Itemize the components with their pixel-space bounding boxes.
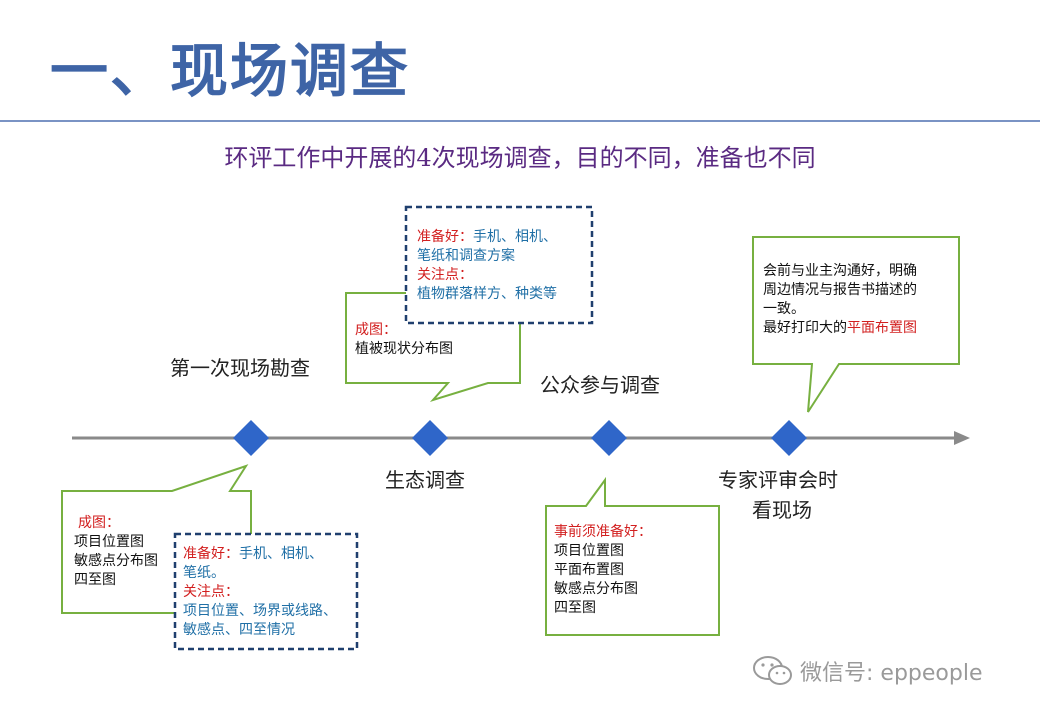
- stage-label-1: 第一次现场勘查: [170, 356, 310, 380]
- stage1-map-item: 敏感点分布图: [74, 553, 158, 569]
- stage1-map-title: 成图：: [78, 515, 120, 531]
- milestone-marker-4: [771, 420, 807, 456]
- stage1-prep-line: 手机、相机、: [239, 546, 323, 562]
- stage4-note-line: 最好打印大的: [763, 320, 847, 336]
- stage-label-2: 生态调查: [385, 468, 465, 492]
- stage1-map-item: 四至图: [74, 572, 116, 588]
- stage3-prep-title: 事前须准备好：: [554, 524, 652, 540]
- callout-box-stage1-prep: [173, 532, 359, 651]
- stage3-prep-item: 平面布置图: [554, 562, 624, 578]
- wechat-icon: [753, 656, 792, 685]
- stage2-map-title: 成图：: [355, 322, 397, 338]
- stage1-prep-title: 准备好：: [183, 546, 239, 562]
- milestone-marker-1: [233, 420, 269, 456]
- stage4-note-line: 周边情况与报告书描述的: [763, 282, 917, 298]
- stage1-map-item: 项目位置图: [74, 534, 144, 550]
- stage3-prep-item: 敏感点分布图: [554, 581, 638, 597]
- stage1-prep-text: 准备好：手机、相机、 笔纸。 关注点： 项目位置、场界或线路、 敏感点、四至情况: [183, 545, 337, 640]
- timeline-arrowhead: [954, 431, 970, 445]
- stage-label-3: 公众参与调查: [540, 373, 660, 397]
- callout-box-stage3-prep: [545, 476, 720, 636]
- stage4-note-line: 一致。: [763, 301, 805, 317]
- stage3-prep-item: 四至图: [554, 600, 596, 616]
- stage2-focus-title: 关注点：: [417, 267, 473, 283]
- stage-label-4-line2: 看现场: [752, 498, 812, 522]
- stage1-map-text: 成图： 项目位置图 敏感点分布图 四至图: [74, 514, 158, 590]
- stage1-focus-title: 关注点：: [183, 584, 239, 600]
- stage3-prep-text: 事前须准备好： 项目位置图 平面布置图 敏感点分布图 四至图: [554, 523, 652, 618]
- milestone-marker-3: [591, 420, 627, 456]
- stage2-prep-line: 手机、相机、: [473, 229, 557, 245]
- stage2-map-text: 成图： 植被现状分布图: [355, 321, 453, 359]
- stage4-note-line: 会前与业主沟通好，明确: [763, 263, 917, 279]
- stage1-focus-line: 项目位置、场界或线路、: [183, 603, 337, 619]
- callout-box-stage4-note: [752, 236, 960, 413]
- stage2-prep-title: 准备好：: [417, 229, 473, 245]
- page-title: 一、现场调查: [50, 37, 411, 105]
- stage2-prep-line: 笔纸和调查方案: [417, 248, 515, 264]
- callout-box-stage2-prep: [404, 205, 594, 325]
- watermark: 微信号: eppeople: [752, 654, 982, 688]
- stage4-note-text: 会前与业主沟通好，明确 周边情况与报告书描述的 一致。 最好打印大的平面布置图: [763, 262, 917, 338]
- stage2-map-item: 植被现状分布图: [355, 341, 453, 357]
- stage2-focus-line: 植物群落样方、种类等: [417, 286, 557, 302]
- stage1-prep-line: 笔纸。: [183, 565, 225, 581]
- stage-label-4-line1: 专家评审会时: [718, 468, 838, 492]
- stage4-note-highlight: 平面布置图: [847, 320, 917, 336]
- stage1-focus-line: 敏感点、四至情况: [183, 622, 295, 638]
- watermark-text: 微信号: eppeople: [800, 661, 983, 686]
- milestone-marker-2: [412, 420, 448, 456]
- page-subtitle: 环评工作中开展的4次现场调查，目的不同，准备也不同: [224, 144, 816, 172]
- stage2-prep-text: 准备好：手机、相机、 笔纸和调查方案 关注点： 植物群落样方、种类等: [417, 228, 557, 304]
- stage3-prep-item: 项目位置图: [554, 543, 624, 559]
